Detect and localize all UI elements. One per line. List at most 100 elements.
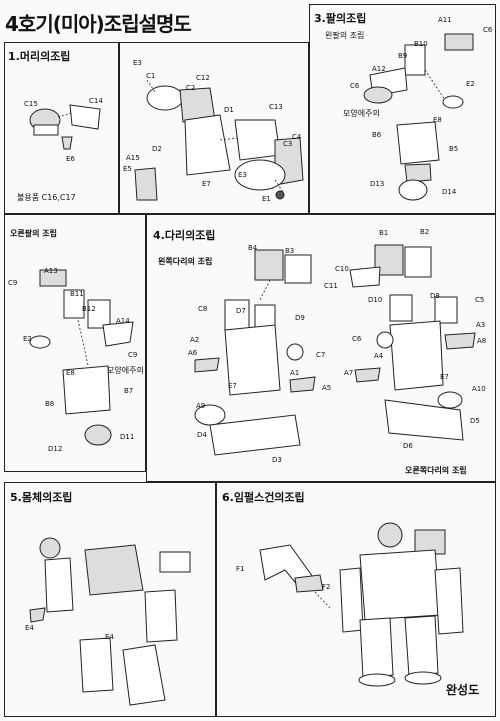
part-label: C15 [24, 100, 38, 108]
completed-robot-illustration [339, 522, 464, 687]
part-label: E3 [238, 171, 247, 179]
part-label: C4 [292, 133, 302, 141]
right-leg-illustration [349, 244, 476, 441]
part-label: D12 [48, 445, 63, 453]
part-label: A3 [476, 321, 486, 329]
part-label: A2 [190, 336, 200, 344]
left-arm-shape-note: 모양에주의 [343, 109, 380, 118]
part-label: C5 [475, 296, 485, 304]
part-label: C6 [350, 82, 360, 90]
part-label: D3 [272, 456, 282, 464]
left-leg-illustration [194, 249, 316, 456]
body-illustration [29, 537, 191, 706]
completed-label: 완성도 [446, 683, 480, 697]
part-label: C8 [198, 305, 208, 313]
part-label: B6 [372, 131, 382, 139]
part-label: D2 [152, 145, 162, 153]
part-label: B3 [285, 247, 295, 255]
part-label: E8 [66, 369, 75, 377]
part-label: E3 [133, 59, 142, 67]
part-label: E4 [25, 624, 34, 632]
part-label: D1 [224, 106, 234, 114]
part-label: E4 [105, 633, 114, 641]
part-label: E6 [66, 155, 75, 163]
part-label: B4 [248, 244, 258, 252]
part-label: E8 [433, 116, 442, 124]
part-label: D13 [370, 180, 385, 188]
part-label: B8 [45, 400, 55, 408]
part-label: B9 [398, 52, 408, 60]
part-label: C9 [128, 351, 138, 359]
gun-illustration [259, 544, 331, 609]
part-label: D11 [120, 433, 135, 441]
part-label: E2 [23, 335, 32, 343]
part-label: B5 [449, 145, 459, 153]
part-label: B2 [420, 228, 430, 236]
part-label: D5 [470, 417, 480, 425]
right-arm-shape-note: 모양에주의 [107, 366, 144, 375]
part-label: D4 [197, 431, 207, 439]
part-label: E7 [440, 373, 449, 381]
right-arm-illustration [29, 269, 134, 446]
leg-section-title: 4.다리의조립 [153, 229, 216, 242]
left-arm-label: 왼팔의 조립 [325, 31, 365, 40]
part-label: E5 [123, 165, 132, 173]
part-label: A4 [374, 352, 384, 360]
right-arm-label: 오른팔의 조립 [10, 229, 57, 238]
part-label: B7 [124, 387, 134, 395]
part-label: A14 [116, 317, 130, 325]
part-label: A12 [372, 65, 386, 73]
left-leg-label: 왼쪽다리의 조립 [158, 257, 213, 266]
part-label: A10 [472, 385, 486, 393]
head-main-illustration [134, 79, 304, 201]
part-label: C6 [352, 335, 362, 343]
part-label: E1 [262, 195, 271, 203]
part-label: E7 [202, 180, 211, 188]
part-label: C6 [483, 26, 493, 34]
gun-section-title: 6.임펄스건의조립 [222, 491, 305, 504]
head-small-illustration [29, 104, 101, 150]
part-label: D14 [442, 188, 457, 196]
head-section-title: 1.머리의조립 [8, 50, 71, 63]
part-label: D8 [430, 292, 440, 300]
gun-panel [216, 482, 496, 717]
head-unused-note: 불용품 C16,C17 [17, 193, 76, 202]
part-label: C9 [8, 279, 18, 287]
right-leg-label: 오른쪽다리의 조립 [405, 466, 467, 475]
part-label: C11 [324, 282, 338, 290]
part-label: E2 [466, 80, 475, 88]
head-panel-small [4, 42, 119, 214]
body-panel [4, 482, 216, 717]
part-label: A7 [344, 369, 354, 377]
part-label: B11 [70, 290, 84, 298]
part-label: D10 [368, 296, 383, 304]
part-label: A9 [196, 402, 206, 410]
part-label: D9 [295, 314, 305, 322]
part-label: A6 [188, 349, 198, 357]
page-title: 4호기(미아)조립설명도 [5, 12, 192, 36]
part-label: C13 [269, 103, 283, 111]
part-label: A13 [44, 267, 58, 275]
part-label: F2 [322, 583, 331, 591]
part-label: D6 [403, 442, 413, 450]
right-arm-panel [4, 214, 146, 472]
left-arm-panel [309, 4, 496, 214]
arm-section-title: 3.팔의조립 [314, 12, 367, 25]
head-panel-main [119, 42, 309, 214]
part-label: C12 [196, 74, 210, 82]
part-label: B12 [82, 305, 96, 313]
part-label: A1 [290, 369, 300, 377]
left-arm-illustration [363, 33, 474, 201]
body-section-title: 5.몸체의조립 [10, 491, 73, 504]
part-label: B10 [414, 40, 428, 48]
part-label: A11 [438, 16, 452, 24]
part-label: E7 [228, 382, 237, 390]
part-label: B1 [379, 229, 389, 237]
part-label: C3 [283, 140, 293, 148]
part-label: A8 [477, 337, 487, 345]
part-label: C14 [89, 97, 103, 105]
part-label: A5 [322, 384, 332, 392]
part-label: C7 [316, 351, 326, 359]
part-label: C1 [146, 72, 156, 80]
